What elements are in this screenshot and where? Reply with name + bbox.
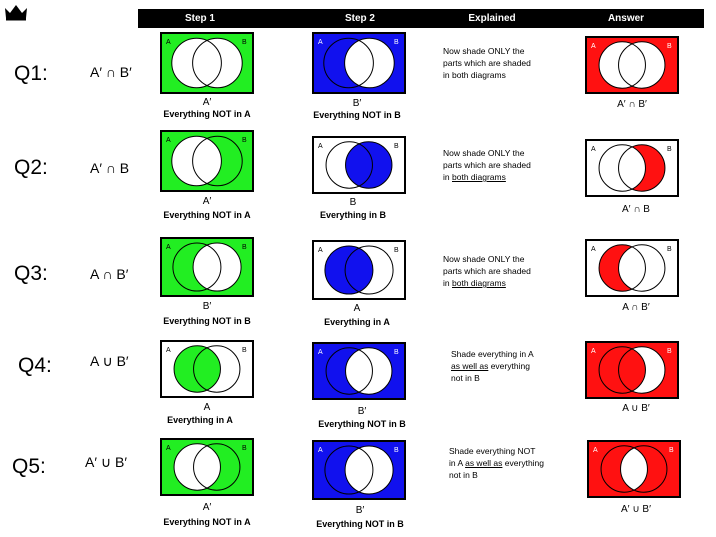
set-label-a: A [318, 447, 323, 454]
step1-description: Everything NOT in B [163, 316, 251, 326]
step2-description: Everything in A [324, 317, 390, 327]
crown-icon [5, 5, 27, 21]
step1-set-label: A′ [202, 196, 212, 207]
header-bar [138, 9, 704, 28]
answer-label: A′ ∩ B′ [617, 99, 647, 110]
set-label-a: A [318, 349, 323, 356]
set-label-b: B [667, 348, 672, 355]
set-label-b: B [394, 447, 399, 454]
step1-description: Everything NOT in A [163, 210, 251, 220]
step1-set-label: A′ [202, 502, 212, 513]
step2-set-label: B′ [357, 406, 367, 417]
question-label: Q2: [14, 156, 48, 179]
step2-description: Everything NOT in B [316, 519, 404, 529]
step2-set-label: A [353, 303, 361, 314]
step1-set-label: B′ [202, 301, 212, 312]
step1-description: Everything NOT in A [163, 517, 251, 527]
set-label-b: B [667, 43, 672, 50]
set-label-b: B [394, 247, 399, 254]
answer-label: A ∪ B′ [622, 403, 650, 414]
set-label-a: A [591, 246, 596, 253]
set-label-a: A [166, 39, 171, 46]
question-expression: A′ ∩ B [90, 160, 130, 176]
answer-label: A ∩ B′ [622, 302, 650, 313]
question-label: Q5: [12, 455, 46, 478]
set-label-b: B [242, 137, 247, 144]
set-label-a: A [166, 347, 171, 354]
question-expression: A ∩ B′ [90, 266, 129, 282]
question-label: Q4: [18, 354, 52, 377]
step2-description: Everything in B [319, 210, 386, 220]
header-step1: Step 1 [184, 13, 215, 24]
set-label-b: B [394, 143, 399, 150]
question-label: Q3: [14, 262, 48, 285]
set-label-a: A [318, 39, 323, 46]
step1-set-label: A′ [202, 97, 212, 108]
header-step2: Step 2 [344, 13, 375, 24]
set-label-b: B [667, 146, 672, 153]
set-label-b: B [667, 246, 672, 253]
set-label-b: B [242, 445, 247, 452]
set-label-a: A [166, 244, 171, 251]
question-expression: A′ ∩ B′ [90, 64, 132, 80]
step2-set-label: B′ [355, 505, 365, 516]
question-label: Q1: [14, 62, 48, 85]
question-expression: A ∪ B′ [90, 353, 129, 369]
step1-description: Everything in A [167, 415, 233, 425]
set-label-a: A [166, 137, 171, 144]
set-label-a: A [591, 43, 596, 50]
step2-description: Everything NOT in B [318, 419, 406, 429]
set-label-b: B [394, 349, 399, 356]
answer-label: A′ ∪ B′ [621, 504, 651, 515]
set-label-a: A [318, 143, 323, 150]
set-label-a: A [593, 447, 598, 454]
set-label-b: B [669, 447, 674, 454]
set-label-a: A [166, 445, 171, 452]
set-label-b: B [242, 39, 247, 46]
step2-description: Everything NOT in B [313, 110, 401, 120]
set-label-b: B [242, 244, 247, 251]
set-label-a: A [318, 247, 323, 254]
set-label-a: A [591, 348, 596, 355]
answer-label: A′ ∩ B [622, 204, 650, 215]
question-expression: A′ ∪ B′ [85, 454, 127, 470]
set-label-a: A [591, 146, 596, 153]
header-explained: Explained [468, 13, 516, 24]
set-label-b: B [394, 39, 399, 46]
header-answer: Answer [607, 13, 645, 24]
step1-description: Everything NOT in A [163, 109, 251, 119]
step2-set-label: B′ [352, 98, 362, 109]
set-label-b: B [242, 347, 247, 354]
step2-set-label: B [349, 197, 357, 208]
step1-set-label: A [203, 402, 211, 413]
